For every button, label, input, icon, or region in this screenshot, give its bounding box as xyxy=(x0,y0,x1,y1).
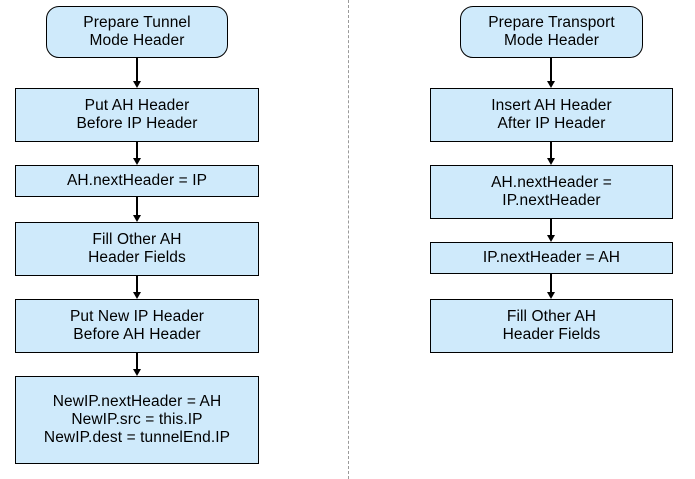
flow-node-put-new-ip-header-before-ah-header[interactable]: Put New IP Header Before AH Header xyxy=(15,299,259,353)
arrow-shaft xyxy=(136,276,138,293)
arrow-shaft xyxy=(136,142,138,159)
flow-node-insert-ah-header-after-ip-header[interactable]: Insert AH Header After IP Header xyxy=(430,88,673,142)
arrow-head-icon xyxy=(132,158,141,165)
arrow-head-icon xyxy=(132,215,141,222)
arrow-head-icon xyxy=(132,292,141,299)
flow-node-put-ah-header-before-ip-header[interactable]: Put AH Header Before IP Header xyxy=(15,88,259,142)
flow-node-prepare-transport-mode-header[interactable]: Prepare Transport Mode Header xyxy=(460,6,643,58)
arrow-shaft xyxy=(550,58,552,82)
arrow-head-icon xyxy=(546,81,555,88)
flow-node-fill-other-ah-header-fields[interactable]: Fill Other AH Header Fields xyxy=(15,222,259,276)
arrow-shaft xyxy=(136,58,138,82)
flow-node-prepare-tunnel-mode-header[interactable]: Prepare Tunnel Mode Header xyxy=(46,6,228,58)
flow-node-fill-other-ah-header-fields-transport[interactable]: Fill Other AH Header Fields xyxy=(430,299,673,353)
flow-node-ah-nextheader-equals-ip-nextheader[interactable]: AH.nextHeader = IP.nextHeader xyxy=(430,165,673,219)
arrow-shaft xyxy=(136,197,138,216)
arrow-shaft xyxy=(550,274,552,293)
arrow-shaft xyxy=(550,219,552,236)
arrow-head-icon xyxy=(546,158,555,165)
arrow-shaft xyxy=(550,142,552,159)
flow-node-newip-assignments[interactable]: NewIP.nextHeader = AH NewIP.src = this.I… xyxy=(15,376,259,464)
arrow-head-icon xyxy=(546,292,555,299)
flow-node-ip-nextheader-equals-ah[interactable]: IP.nextHeader = AH xyxy=(430,242,673,274)
arrow-shaft xyxy=(136,353,138,370)
column-divider xyxy=(348,0,349,479)
flow-node-ah-nextheader-equals-ip[interactable]: AH.nextHeader = IP xyxy=(15,165,259,197)
arrow-head-icon xyxy=(546,235,555,242)
arrow-head-icon xyxy=(132,81,141,88)
arrow-head-icon xyxy=(132,369,141,376)
